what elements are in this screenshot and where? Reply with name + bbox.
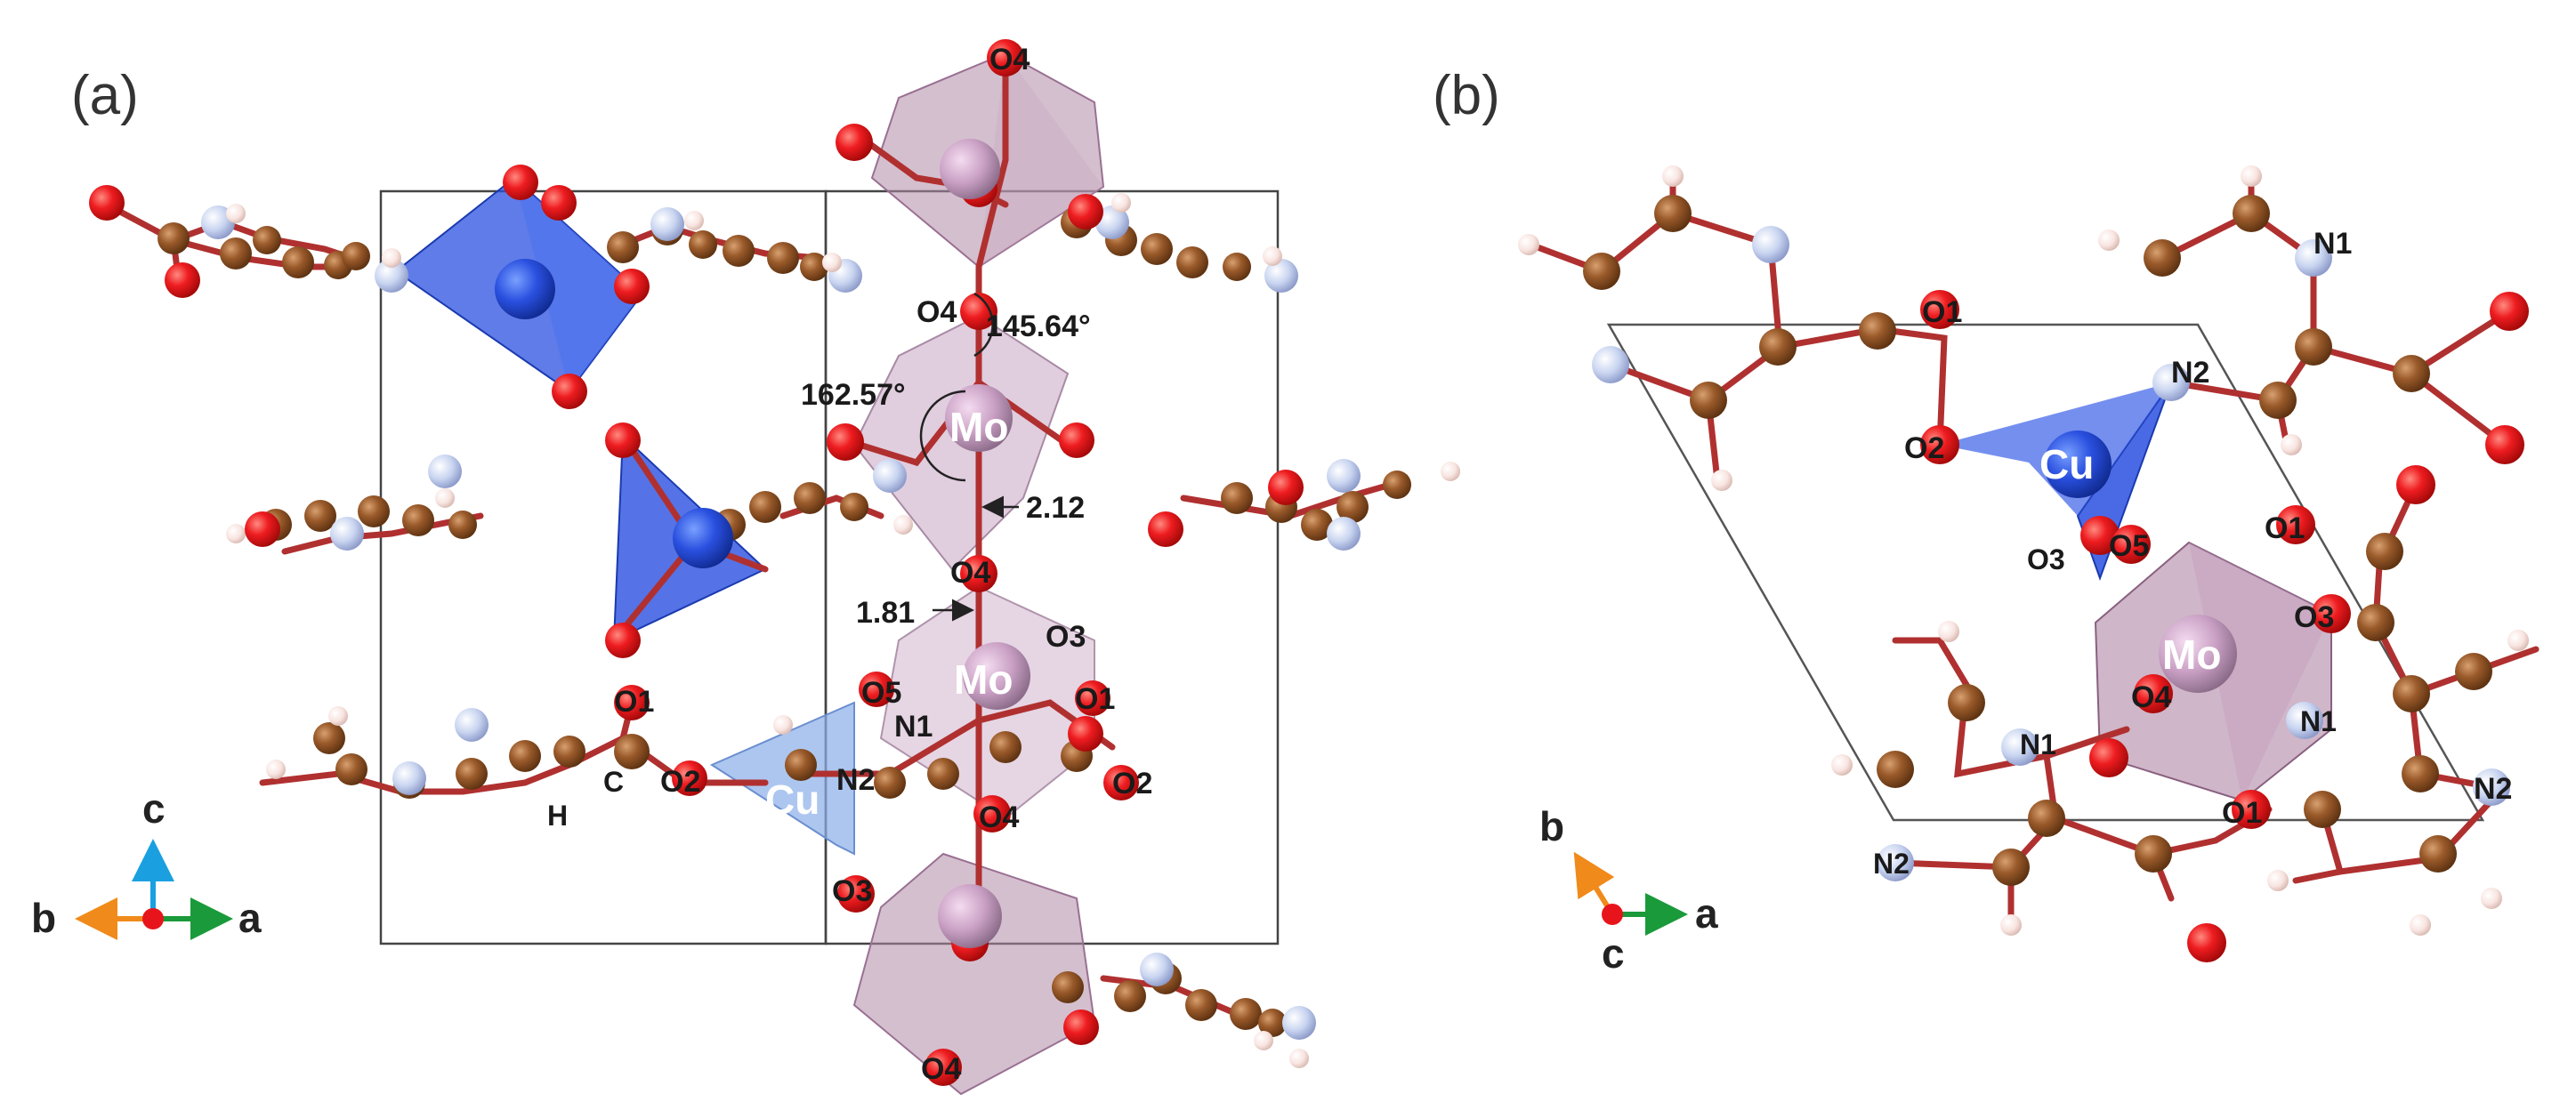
- polyhedra-b: [1940, 382, 2332, 802]
- label-o4-upper: O4: [917, 295, 957, 329]
- label-b-n2-top: N2: [2171, 356, 2209, 390]
- label-b-o1-mid: O1: [2265, 511, 2305, 545]
- label-o4-mid: O4: [950, 556, 990, 590]
- panel-a-label: (a): [71, 65, 139, 126]
- label-h: H: [547, 800, 568, 832]
- panel-b: (b): [1433, 65, 2540, 977]
- unit-cell-b: [1606, 323, 2485, 822]
- label-b-o1-top: O1: [1922, 295, 1962, 329]
- label-b-o3-left: O3: [2027, 543, 2065, 575]
- hydrogen-atoms-b: [1518, 165, 2529, 936]
- label-b-n1-left: N1: [2020, 728, 2056, 760]
- label-o2-left: O2: [660, 765, 700, 799]
- label-b-n1-top: N1: [2314, 227, 2352, 261]
- axis-b-a-label: a: [1695, 890, 1718, 937]
- metal-atoms-b: [2044, 430, 2237, 693]
- label-o1-left: O1: [614, 685, 654, 719]
- cu-label: Cu: [765, 776, 820, 823]
- axis-c-label: c: [142, 785, 166, 832]
- label-o4-bottom: O4: [921, 1052, 961, 1086]
- bonds-a: [103, 50, 1409, 1026]
- hydrogen-atoms-a: [226, 193, 1460, 1068]
- axis-triad-a: a c b: [31, 785, 262, 941]
- metal-atoms-a: [495, 139, 1030, 948]
- label-o2-right: O2: [1112, 767, 1152, 800]
- label-b-o4: O4: [2131, 680, 2171, 714]
- nitrogen-atoms-b: [1592, 226, 2510, 881]
- label-b-o5: O5: [2109, 529, 2149, 563]
- angle-label-1: 145.64°: [986, 310, 1091, 343]
- panel-a: (a): [31, 39, 1460, 1096]
- mo-polyhedra-a: [852, 52, 1105, 1096]
- label-b-n1-right: N1: [2300, 705, 2337, 737]
- label-b-n2-left: N2: [1873, 848, 1910, 880]
- label-c: C: [603, 766, 624, 798]
- label-o4-top: O4: [989, 43, 1030, 76]
- label-b-o2: O2: [1904, 431, 1944, 465]
- cu-label-b: Cu: [2039, 441, 2094, 487]
- carbon-atoms-a: [157, 206, 1411, 1037]
- label-o5: O5: [861, 676, 901, 710]
- axis-b-b-label: b: [1539, 803, 1564, 849]
- nitrogen-atoms-a: [201, 205, 1361, 1040]
- axis-a-label: a: [238, 895, 262, 941]
- label-b-o3-right: O3: [2294, 600, 2334, 634]
- mo-label-upper: Mo: [949, 404, 1008, 450]
- label-b-n2-right: N2: [2474, 772, 2512, 806]
- bond-length-short: 1.81: [856, 596, 915, 630]
- oxygen-atoms-b: [1920, 290, 2529, 962]
- label-o4-lower: O4: [979, 800, 1019, 834]
- label-n2: N2: [836, 763, 875, 797]
- label-o3-bottom: O3: [832, 874, 872, 908]
- carbon-atoms-b: [1583, 195, 2492, 886]
- label-o3-right: O3: [1046, 620, 1086, 654]
- angle-label-2: 162.57°: [801, 378, 906, 412]
- mo-label-lower: Mo: [954, 656, 1013, 703]
- axis-triad-b: a b c: [1539, 803, 1718, 977]
- label-n1: N1: [894, 710, 933, 744]
- label-b-o1-bottom: O1: [2222, 796, 2262, 830]
- axis-b-c-label: c: [1602, 930, 1625, 977]
- panel-b-label: (b): [1433, 65, 1500, 126]
- measurement-marks-a: [919, 292, 1019, 622]
- bond-length-long: 2.12: [1026, 491, 1085, 525]
- label-o1-right: O1: [1075, 682, 1115, 716]
- mo-label-b: Mo: [2162, 631, 2221, 678]
- axis-b-label: b: [31, 895, 56, 941]
